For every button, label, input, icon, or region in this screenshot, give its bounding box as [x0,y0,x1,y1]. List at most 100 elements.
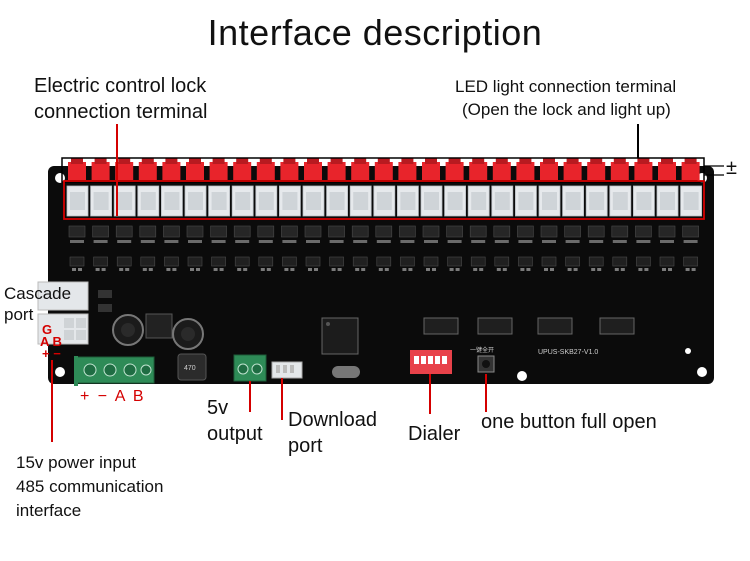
led-connector [233,162,252,180]
driver-diode [541,256,557,267]
mcu-chip [321,317,359,355]
driver-diode [329,256,344,267]
led-connector [634,162,653,180]
plus-minus-label: ± [726,157,737,179]
driver-diode [69,256,85,267]
one-button-label: one button full open [481,411,657,433]
lock-terminal-label-line1: Electric control lock [34,75,207,97]
driver-diode [659,256,675,267]
cascade-connector [37,281,89,311]
cascade-port-label-line1: Cascade [4,284,72,303]
led-connector [610,162,629,180]
driver-mosfet [163,225,180,238]
led-terminal-label-line2: (Open the lock and light up) [462,100,671,119]
driver-diode [234,256,250,267]
driver-mosfet [257,225,275,238]
driver-mosfet [493,225,511,238]
driver-mosfet [611,225,629,238]
driver-diode [352,256,368,267]
pm-pin-label: + − [42,346,61,361]
driver-mosfet [304,225,322,238]
led-connector [445,162,464,180]
driver-diode [164,256,179,267]
driver-diode [305,256,321,267]
output-5v-label-line2: output [207,423,263,445]
button-silk: 一键全开 [470,346,494,354]
led-connector [209,162,228,180]
led-terminal-label-line1: LED light connection terminal [455,77,677,96]
driver-diode [423,256,439,267]
led-connector [186,162,204,180]
driver-mosfet [68,225,86,238]
ic-chip [423,317,459,335]
led-connector [162,162,181,180]
led-connector [351,162,370,180]
page-title: Interface description [207,12,543,53]
g-pin-label: G [42,322,53,337]
driver-diode [636,256,651,267]
driver-mosfet [635,225,652,238]
driver-mosfet [422,225,440,238]
led-connector [327,162,346,180]
driver-mosfet [517,225,534,238]
driver-mosfet [587,225,605,238]
driver-diode [258,256,274,267]
driver-diode [187,256,203,267]
driver-diode [140,256,156,267]
regulator-chip [145,313,173,339]
led-connector [516,162,535,180]
driver-diode [116,256,132,267]
power-label-line1: 15v power input [16,453,137,472]
lock-terminal-label-line2: connection terminal [34,101,208,123]
led-connector [138,162,157,180]
driver-diode [612,256,628,267]
mount-hole [685,348,691,354]
driver-diode [683,256,698,267]
driver-diode [400,256,415,267]
crystal [332,366,360,378]
lock-terminal-frame [63,180,705,220]
driver-mosfet [281,225,298,238]
driver-mosfet [328,225,345,238]
driver-mosfet [658,225,676,238]
driver-mosfet [210,225,227,238]
driver-diode [494,256,510,267]
cascade-port-label-line2: port [4,305,34,324]
inductor [177,353,207,381]
driver-diode [93,256,108,267]
led-connector [587,162,606,180]
driver-mosfet [540,225,558,238]
driver-diode [282,256,297,267]
mount-hole [697,367,707,377]
output-5v-label-line1: 5v [207,397,229,419]
driver-diode [211,256,226,267]
download-port-label-line1: Download [288,409,377,431]
led-connector [563,162,582,180]
driver-diode [376,256,392,267]
driver-mosfet [92,225,109,238]
led-connector [115,162,134,180]
dialer-label: Dialer [408,423,461,445]
led-connector [681,162,700,180]
driver-diode [518,256,533,267]
power-label-line3: interface [16,501,82,520]
driver-mosfet [115,225,133,238]
ic-chip [477,317,513,335]
driver-mosfet [139,225,157,238]
driver-diode [588,256,604,267]
led-connector [374,162,393,180]
led-connector [422,162,440,180]
led-connector [91,162,110,180]
ic-chip [537,317,573,335]
led-connector [492,162,511,180]
terminal-polarity-label: + − A B [80,388,146,405]
driver-mosfet [233,225,251,238]
driver-mosfet [469,225,487,238]
driver-diode [565,256,580,267]
driver-mosfet [186,225,204,238]
ic-chip [599,317,635,335]
driver-mosfet [375,225,393,238]
led-connector [68,162,86,180]
driver-mosfet [564,225,581,238]
